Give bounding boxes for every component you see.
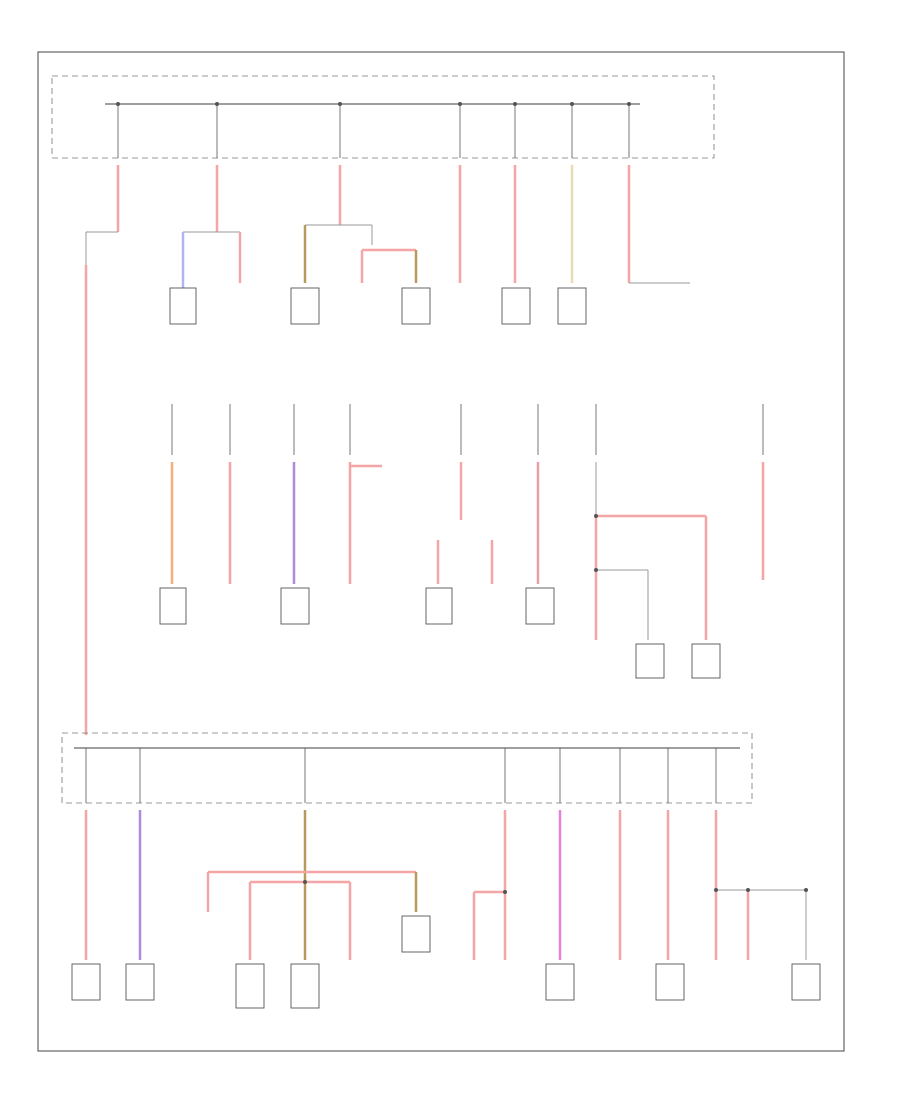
connector-dot xyxy=(804,888,808,892)
component-box xyxy=(635,643,665,679)
bottom-fuse-bus-outline xyxy=(61,732,753,804)
middle-wires xyxy=(170,462,765,640)
connector-dot xyxy=(338,102,342,106)
component-box xyxy=(401,287,431,325)
connector-dot xyxy=(503,890,507,894)
component-box xyxy=(501,287,531,325)
middle-fuses xyxy=(171,404,764,455)
connector-dot xyxy=(570,102,574,106)
component-box xyxy=(545,963,575,1001)
connector-dot xyxy=(746,888,750,892)
bottom-fuses xyxy=(85,748,717,803)
connector-dot xyxy=(513,102,517,106)
bottom-components xyxy=(71,915,821,1009)
top-fuses xyxy=(116,102,631,158)
component-box xyxy=(401,915,431,953)
component-box xyxy=(557,287,587,325)
top-fuse-bus-outline xyxy=(51,75,715,159)
top-wires xyxy=(84,165,690,735)
connector-dot xyxy=(303,880,307,884)
component-box xyxy=(691,643,721,679)
component-box xyxy=(525,587,555,625)
connector-dot xyxy=(714,888,718,892)
component-box xyxy=(655,963,685,1001)
connector-dot xyxy=(458,102,462,106)
component-box xyxy=(791,963,821,1001)
component-box xyxy=(169,287,197,325)
component-box xyxy=(235,963,265,1009)
component-box xyxy=(71,963,101,1001)
connector-dot xyxy=(594,568,598,572)
component-box xyxy=(280,587,310,625)
diagram-frame xyxy=(37,51,845,1052)
middle-components xyxy=(159,587,721,679)
component-box xyxy=(425,587,453,625)
component-box xyxy=(290,963,320,1009)
component-box xyxy=(290,287,320,325)
connector-dot xyxy=(627,102,631,106)
component-box xyxy=(125,963,155,1001)
connector-dot xyxy=(594,514,598,518)
connector-dot xyxy=(215,102,219,106)
connector-dot xyxy=(116,102,120,106)
component-box xyxy=(159,587,187,625)
top-components xyxy=(169,287,587,325)
bottom-wires xyxy=(84,810,808,960)
